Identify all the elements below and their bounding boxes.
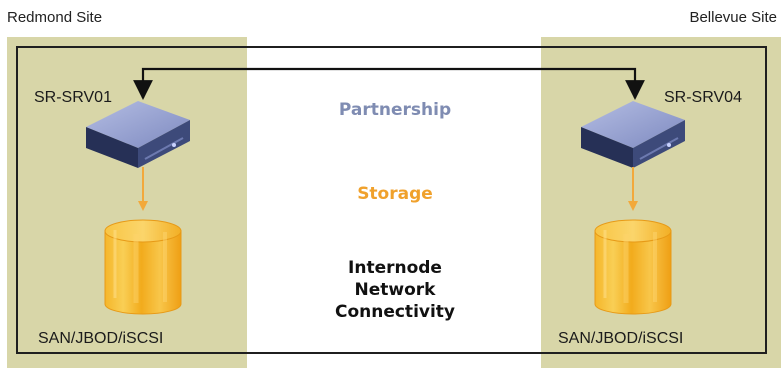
server-name-right: SR-SRV04 <box>664 89 742 106</box>
connectivity-line-3: Connectivity <box>334 302 456 322</box>
storage-label-right: SAN/JBOD/iSCSI <box>558 330 684 347</box>
site-title-left: Redmond Site <box>7 9 103 26</box>
storage-label-left: SAN/JBOD/iSCSI <box>38 330 164 347</box>
server-name-left: SR-SRV01 <box>34 89 112 106</box>
partnership-label: Partnership <box>338 100 452 120</box>
connectivity-label: Internode Network Connectivity <box>300 257 490 323</box>
storage-caption: Storage <box>357 184 433 204</box>
connectivity-line-2: Network <box>354 280 436 300</box>
connectivity-line-1: Internode <box>348 258 442 278</box>
site-title-right: Bellevue Site <box>689 9 777 26</box>
network-boundary <box>16 46 767 354</box>
